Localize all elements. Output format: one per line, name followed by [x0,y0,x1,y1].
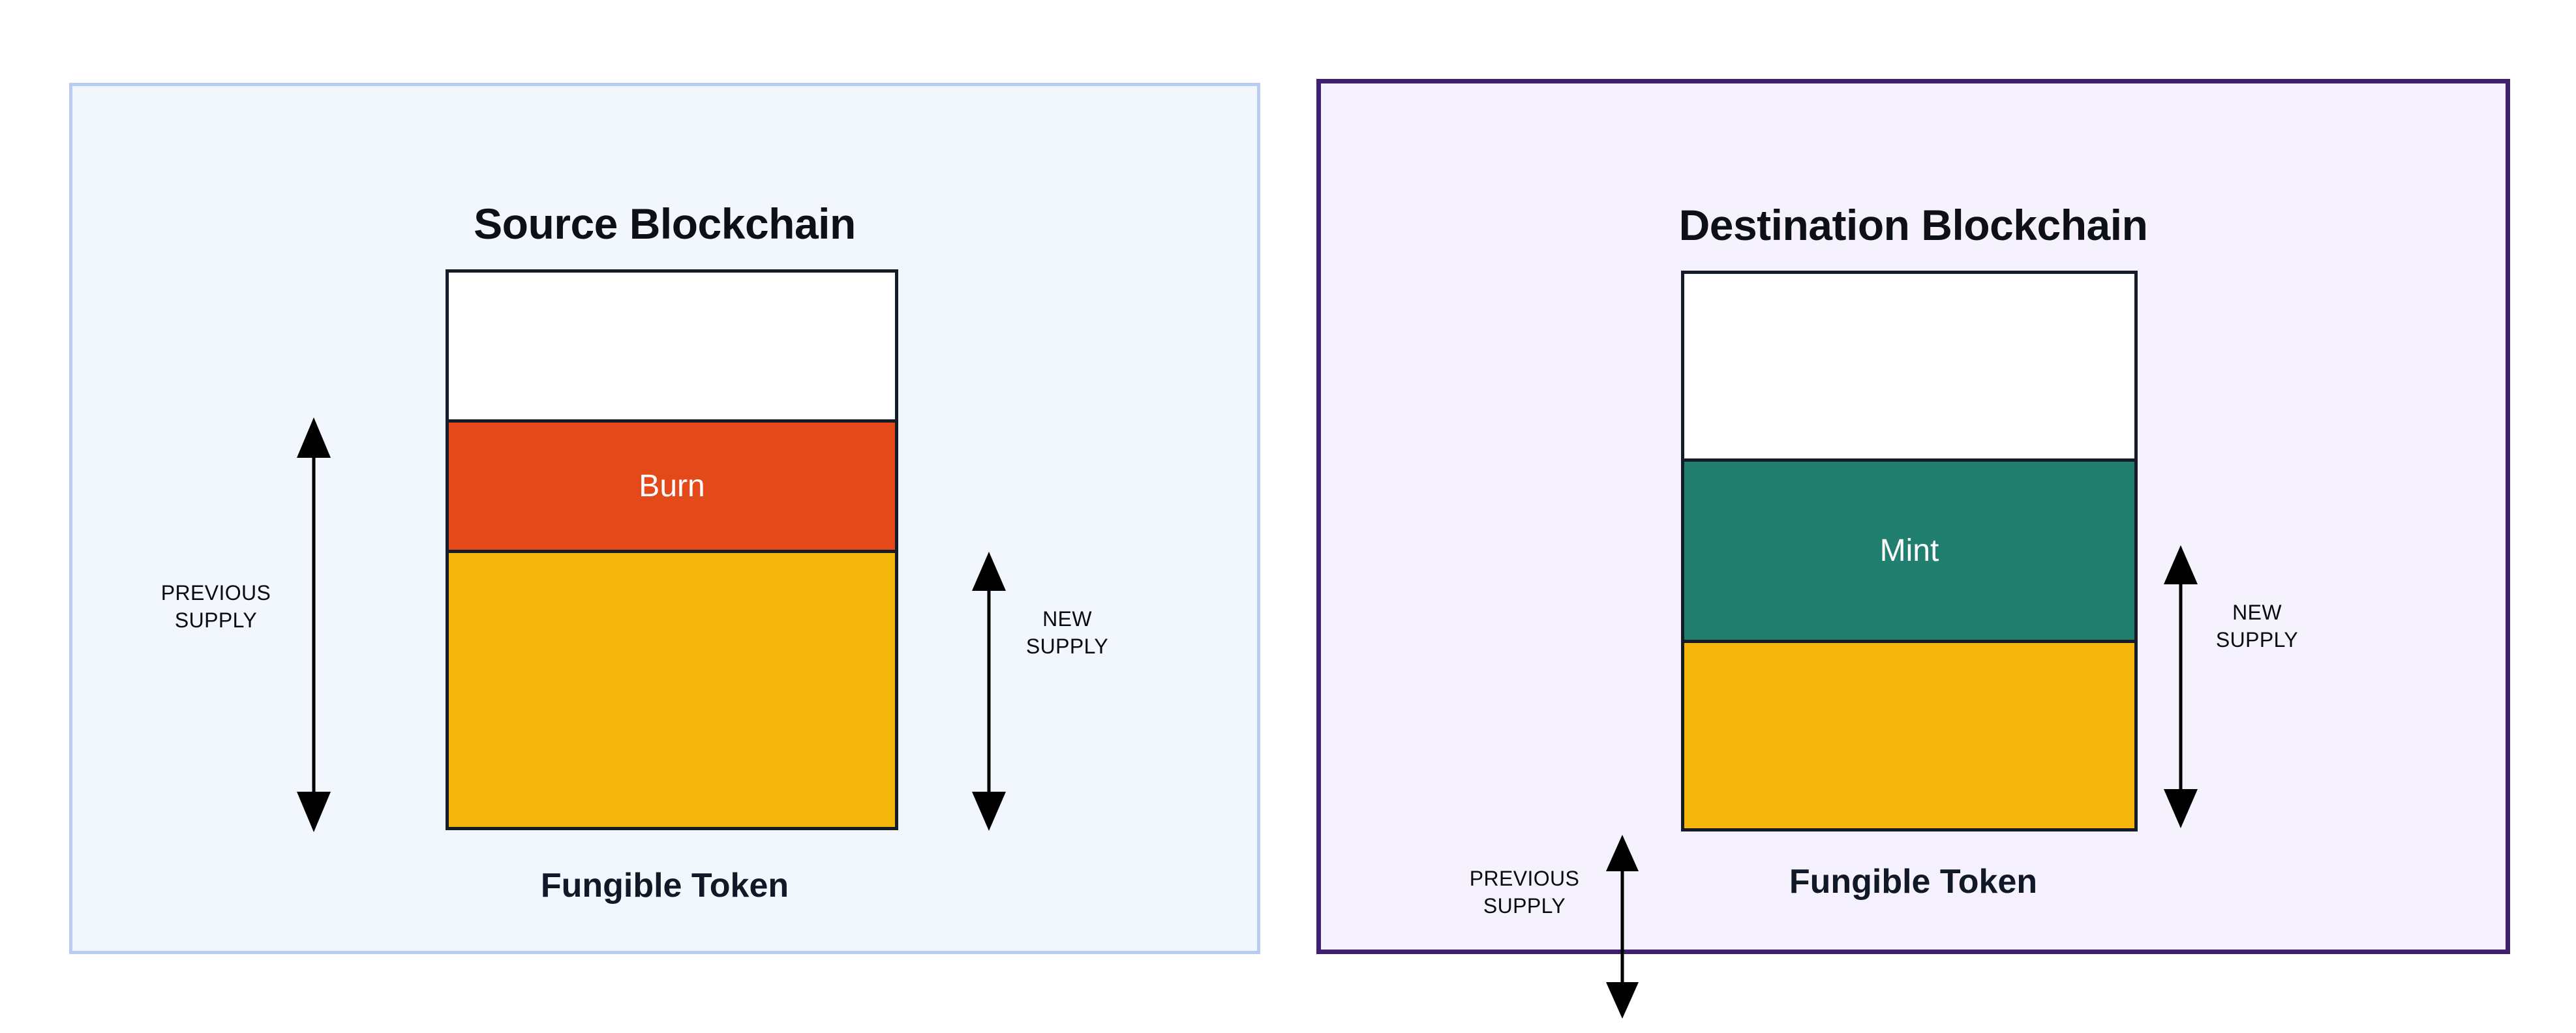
destination-previous-supply-arrow-icon [1603,835,1642,1019]
destination-previous-supply-label: PREVIOUS SUPPLY [1469,867,1580,918]
destination-bar-segment-supply [1684,643,2134,828]
source-bar-segment-supply [449,553,895,827]
destination-blockchain-panel: Destination Blockchain Mint PREVIOUS SUP… [1316,79,2510,1019]
source-blockchain-panel: Source Blockchain Burn PREVIOUS SUPPLY N… [69,83,1260,954]
source-new-supply-label: NEW SUPPLY [1025,607,1109,659]
source-previous-supply-arrow-icon [294,417,333,832]
source-bar-segment-empty [449,273,895,419]
source-token-bar: Burn [446,269,898,830]
source-new-supply-arrow-icon [969,552,1008,831]
source-panel-title: Source Blockchain [474,200,856,248]
destination-new-supply-arrow-icon [2161,545,2200,828]
source-previous-supply-label: PREVIOUS SUPPLY [160,581,271,633]
destination-bar-segment-empty [1684,274,2134,458]
destination-panel-footer: Fungible Token [1789,863,2038,901]
destination-token-bar: Mint [1681,271,2138,831]
source-bar-segment-burn: Burn [449,419,895,553]
destination-bar-segment-mint: Mint [1684,458,2134,643]
source-panel-footer: Fungible Token [540,867,789,905]
destination-new-supply-label: NEW SUPPLY [2215,601,2299,652]
destination-panel-title: Destination Blockchain [1678,201,2148,249]
